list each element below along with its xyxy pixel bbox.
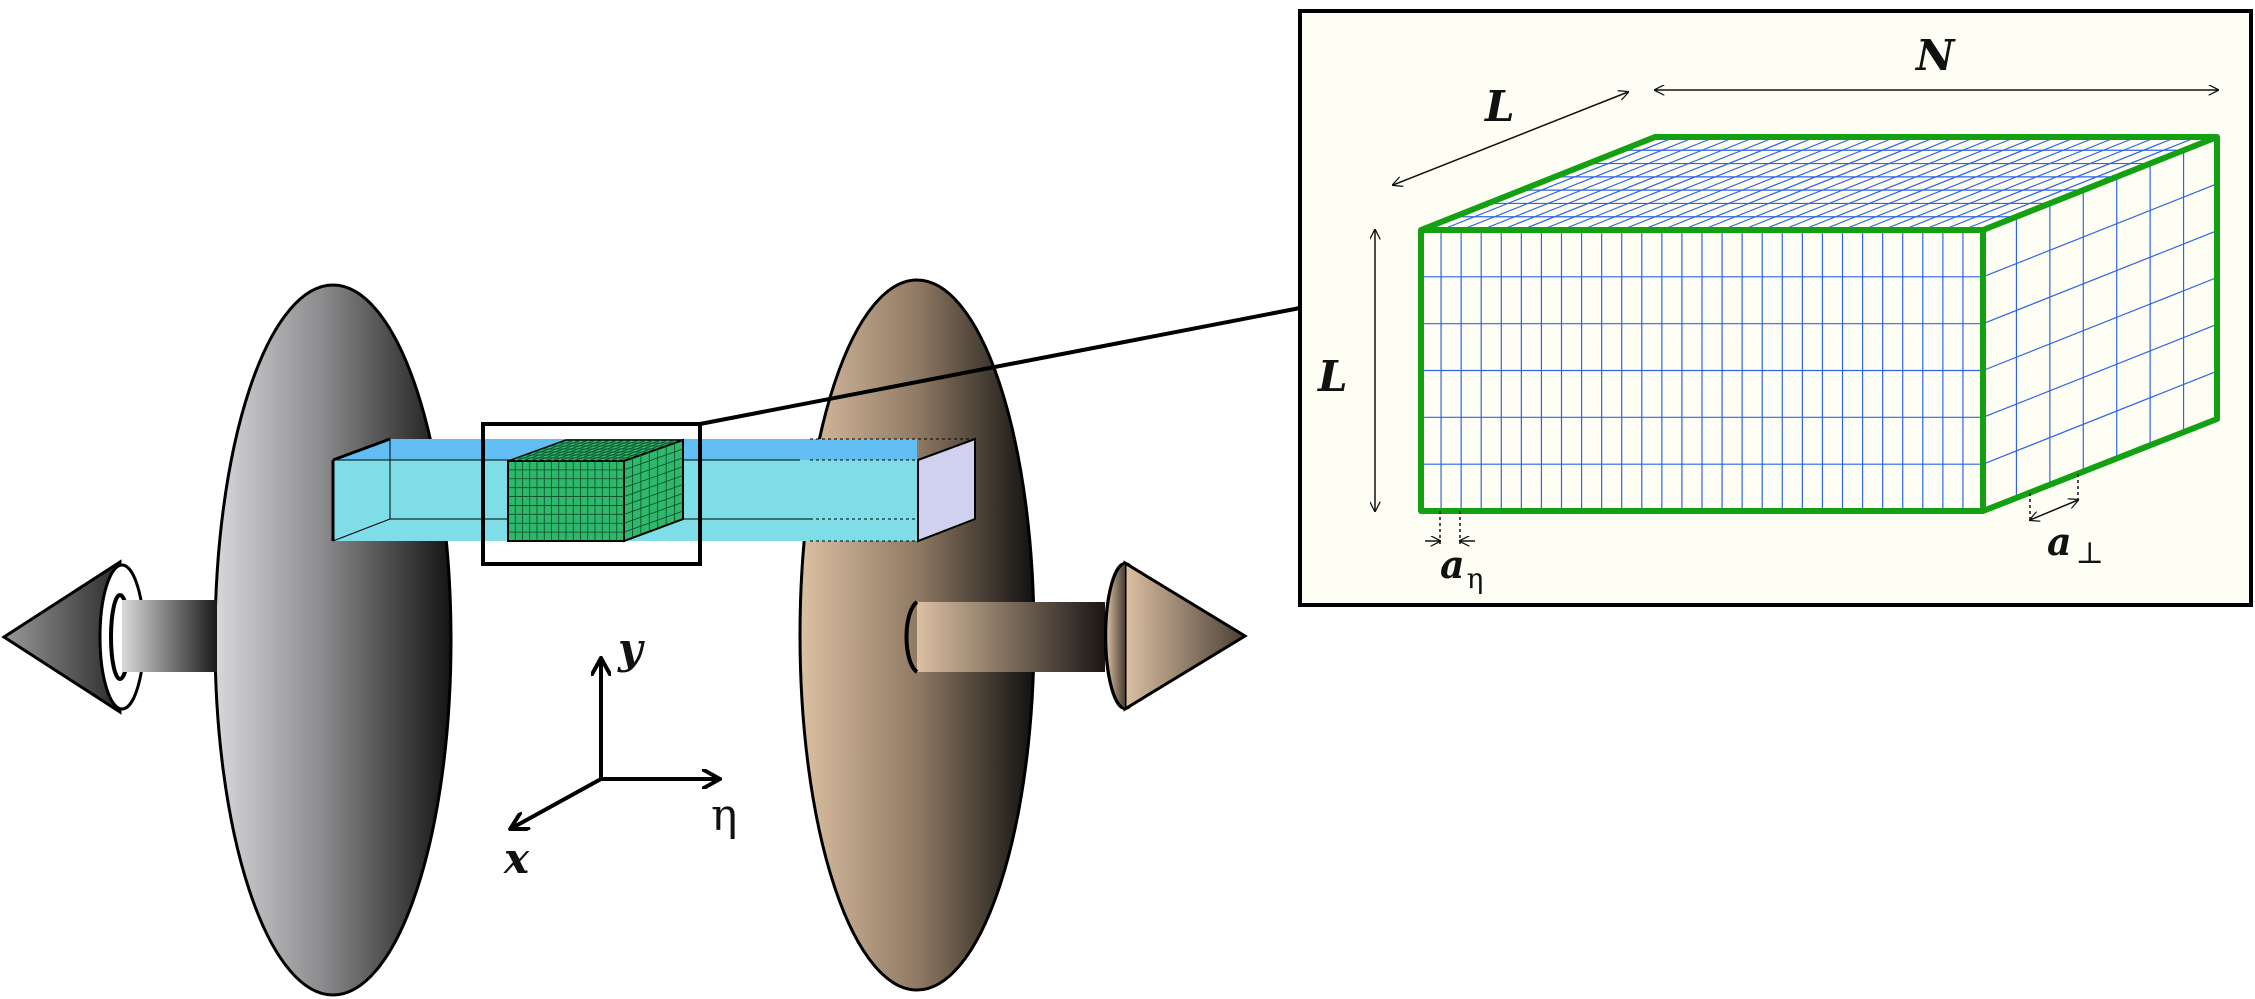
lattice-top-grid-line [1581, 136, 1816, 231]
left-arrow-shaft [122, 600, 217, 672]
probe-grid-line [515, 439, 575, 462]
probe-grid [508, 439, 684, 541]
probe-grid-line [609, 439, 669, 462]
lattice-side-grid-line [1982, 370, 2218, 465]
zoom-selection-box [481, 422, 702, 566]
lattice-top-grid-line [1962, 136, 2198, 231]
lattice-top-grid-line [1741, 136, 1977, 231]
lattice-top-grid-line [1942, 136, 2178, 231]
coordinate-axes [512, 660, 718, 828]
a-perp-subscript: ⊥ [2076, 536, 2104, 571]
lattice-grid [1421, 136, 2218, 511]
probe-grid-line [551, 439, 611, 462]
lattice-top-grid-line [1802, 136, 2037, 231]
zoom-connector-line [699, 306, 1301, 426]
y-axis-label: y [617, 624, 645, 673]
lattice-top-grid-line [1842, 136, 2077, 231]
right-arrow-cone [1123, 560, 1248, 712]
dimension-markers [1375, 90, 2218, 545]
probe-grid-line [623, 492, 684, 515]
a-perp-symbol: a [2047, 519, 2072, 564]
lattice-top-grid-line [1541, 136, 1776, 231]
lattice-side-grid-line [1982, 230, 2218, 325]
probe-grid-line [623, 448, 684, 471]
lattice-top-grid-line [1621, 136, 1856, 231]
lattice-top-grid-line [1661, 136, 1897, 231]
x-axis-label: x [503, 834, 530, 883]
left-nucleus [1, 283, 453, 997]
probe-grid-line [623, 466, 684, 489]
probe-grid-line [573, 439, 633, 462]
lattice-inset-panel: N L L aη a⊥ [1298, 9, 2253, 607]
lattice-top-grid-line [1561, 136, 1796, 231]
lattice-top-grid-line [1902, 136, 2137, 231]
probe-grid-line [623, 510, 684, 533]
probe-grid-line [623, 457, 684, 480]
lattice-top-grid-line [1601, 136, 1836, 231]
probe-grid-line [536, 439, 597, 462]
zoom-window [481, 306, 1301, 566]
a-eta-subscript: η [1467, 562, 1484, 595]
lattice-top-grid-line [1641, 136, 1877, 231]
left-motion-arrow [1, 559, 217, 715]
label-a-perp: a⊥ [2047, 519, 2104, 571]
a-perp-arrow [2030, 500, 2078, 520]
probe-lattice-cube [507, 438, 684, 543]
lattice-side-grid-line [1982, 183, 2218, 278]
eta-axis-label: η [711, 790, 737, 841]
lattice-top-grid-line [1701, 136, 1937, 231]
lattice-top-grid-line [1862, 136, 2097, 231]
probe-grid-line [544, 439, 604, 462]
probe-grid-line [623, 501, 684, 524]
probe-grid-line [529, 439, 589, 462]
lattice-top-grid-line [1782, 136, 2017, 231]
lattice-side-grid-line [1982, 276, 2218, 372]
label-n: N [1914, 31, 1956, 80]
right-motion-arrow [904, 560, 1248, 712]
right-arrow-shaft [917, 602, 1105, 672]
probe-grid-line [602, 439, 662, 462]
label-a-eta: aη [1440, 542, 1483, 595]
probe-grid-line [623, 484, 684, 506]
lattice-top-grid-line [1761, 136, 1997, 231]
probe-grid-line [616, 439, 676, 462]
lattice-top-grid-line [1721, 136, 1957, 231]
label-l-height: L [1317, 352, 1348, 401]
probe-grid-line [587, 439, 647, 462]
left-nucleus-disk [213, 283, 453, 997]
lattice-top-grid-line [1822, 136, 2057, 231]
probe-grid-line [565, 439, 626, 462]
probe-grid-line [558, 439, 618, 462]
probe-grid-line [522, 439, 582, 462]
tube-hidden-edges [810, 438, 975, 542]
lattice-top-grid-line [1882, 136, 2117, 231]
tube-end-cap [917, 437, 976, 543]
probe-grid-line [580, 439, 640, 462]
lattice-top-grid-line [1521, 136, 1756, 231]
lattice-side-grid-line [1982, 323, 2218, 418]
label-l-depth: L [1484, 82, 1515, 131]
probe-grid-line [623, 475, 684, 497]
a-eta-symbol: a [1440, 542, 1465, 587]
lattice-top-grid-line [1681, 136, 1917, 231]
probe-grid-line [594, 439, 655, 462]
l-depth-arrow [1393, 92, 1628, 185]
x-axis [512, 777, 602, 828]
lattice-top-grid-line [1922, 136, 2158, 231]
